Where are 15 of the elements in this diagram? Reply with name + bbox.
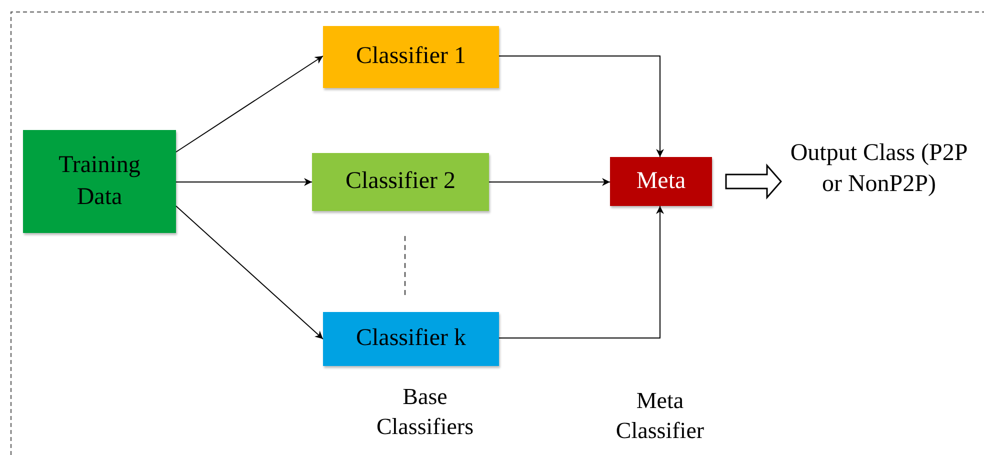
group-label: Base Classifiers — [375, 383, 475, 441]
arrow — [498, 206, 664, 338]
arrow — [498, 56, 664, 158]
block-arrow — [725, 164, 782, 200]
process-box: Meta — [610, 157, 712, 206]
output-label: Output Class (P2P or NonP2P) — [789, 139, 969, 200]
process-box: Classifier 1 — [323, 26, 499, 88]
process-box: Classifier 2 — [312, 153, 489, 211]
arrow — [176, 178, 312, 186]
process-box: Training Data — [23, 130, 176, 233]
arrow — [488, 178, 610, 186]
group-label: Meta Classifier — [614, 387, 706, 445]
process-box: Classifier k — [323, 312, 499, 366]
arrow — [176, 206, 324, 340]
arrow — [176, 56, 324, 152]
